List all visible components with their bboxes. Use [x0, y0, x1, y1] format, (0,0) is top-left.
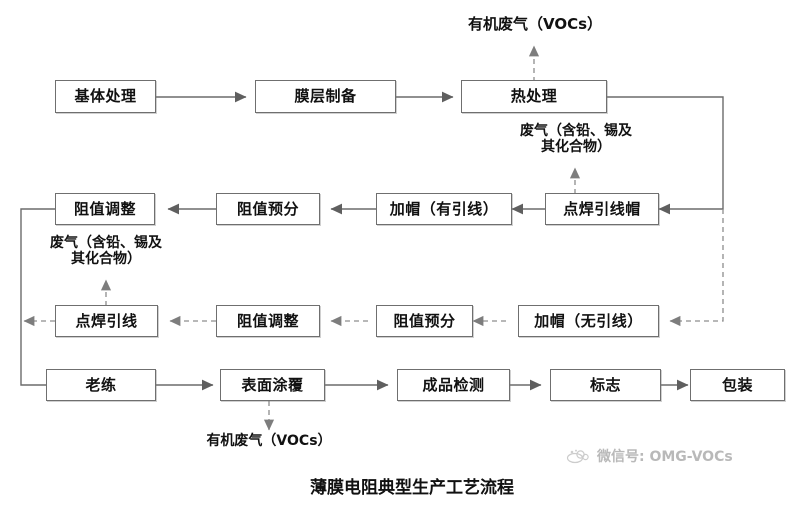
- wire-heat-to-cappingleadless: [669, 209, 724, 327]
- node-marking[interactable]: 标志: [550, 369, 661, 401]
- node-resistance-adjust-leadless[interactable]: 阻值调整: [216, 305, 320, 337]
- node-label: 热处理: [510, 87, 558, 105]
- node-substrate-treatment[interactable]: 基体处理: [55, 80, 156, 113]
- emission-label-line1: 有机废气（VOCs）: [467, 15, 603, 33]
- emission-label-waste-gas-right: 废气（含铅、锡及 其化合物）: [492, 123, 660, 155]
- node-capping-leadless[interactable]: 加帽（无引线）: [518, 305, 659, 337]
- node-label: 加帽（无引线）: [534, 311, 643, 330]
- emission-label-line2: 其化合物）: [71, 251, 141, 268]
- node-label: 基体处理: [74, 87, 137, 105]
- node-label: 膜层制备: [294, 87, 357, 105]
- node-label: 阻值调整: [236, 311, 299, 330]
- node-label: 阻值调整: [73, 199, 136, 218]
- node-label: 老练: [85, 375, 117, 394]
- node-product-inspection[interactable]: 成品检测: [397, 369, 510, 401]
- node-label: 点焊引线帽: [563, 199, 641, 218]
- emission-label-line1: 废气（含铅、锡及: [520, 123, 632, 139]
- node-film-preparation[interactable]: 膜层制备: [255, 80, 396, 113]
- node-label: 表面涂覆: [241, 375, 304, 394]
- emission-label-waste-gas-left: 废气（含铅、锡及 其化合物）: [22, 235, 190, 267]
- node-label: 阻值预分: [393, 311, 456, 330]
- node-spot-weld-lead-cap[interactable]: 点焊引线帽: [545, 193, 659, 225]
- node-label: 包装: [721, 375, 753, 394]
- emission-label-voc-heat-treatment: 有机废气（VOCs）: [460, 15, 610, 33]
- emission-label-line1: 废气（含铅、锡及: [50, 235, 162, 251]
- node-surface-coating[interactable]: 表面涂覆: [220, 369, 325, 401]
- watermark: 微信号: OMG-VOCs: [566, 446, 733, 466]
- node-capping-leaded[interactable]: 加帽（有引线）: [376, 193, 512, 225]
- emission-label-line1: 有机废气（VOCs）: [206, 433, 332, 449]
- node-resistance-adjust-leaded[interactable]: 阻值调整: [55, 193, 155, 225]
- node-label: 标志: [589, 375, 621, 394]
- node-label: 成品检测: [422, 375, 485, 394]
- node-label: 加帽（有引线）: [389, 199, 499, 218]
- emission-label-line2: 其化合物）: [541, 139, 611, 156]
- node-label: 阻值预分: [236, 199, 299, 218]
- node-spot-weld-lead[interactable]: 点焊引线: [55, 305, 158, 337]
- node-aging[interactable]: 老练: [46, 369, 156, 401]
- cloud-icon: [566, 449, 589, 464]
- diagram-caption: 薄膜电阻典型生产工艺流程: [310, 478, 514, 498]
- emission-label-voc-surface-coating: 有机废气（VOCs）: [193, 433, 345, 449]
- watermark-text: 微信号: OMG-VOCs: [597, 449, 733, 465]
- node-heat-treatment[interactable]: 热处理: [461, 80, 607, 113]
- node-packaging[interactable]: 包装: [690, 369, 785, 401]
- node-resistance-pre-divide-leadless[interactable]: 阻值预分: [376, 305, 473, 337]
- node-resistance-pre-divide-leaded[interactable]: 阻值预分: [216, 193, 320, 225]
- node-label: 点焊引线: [75, 311, 138, 330]
